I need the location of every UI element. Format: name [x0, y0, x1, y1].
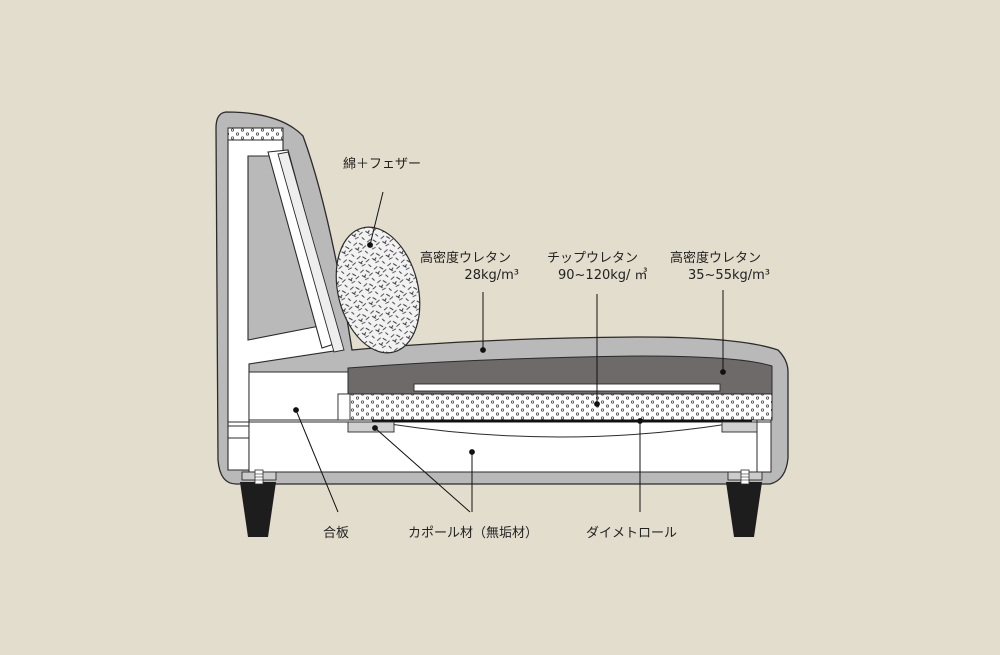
carpole-rail-left	[347, 421, 395, 433]
chip-urethane-spec: 90~120kg/ ㎥	[558, 268, 648, 283]
chip-urethane-layer	[337, 393, 773, 421]
leg-left	[240, 469, 277, 537]
top-urethane-name: 高密度ウレタン	[420, 250, 511, 266]
cushion-fill-label: 綿＋フェザー	[343, 157, 421, 172]
back-frame	[227, 127, 345, 471]
base-urethane-spec: 35~55kg/m³	[688, 268, 770, 283]
back-cushion	[335, 226, 421, 354]
inner-board	[413, 383, 721, 392]
leader-lines	[293, 191, 726, 513]
bolt-icon	[254, 469, 264, 485]
plywood-label: 合板	[323, 526, 349, 541]
dimetroll-label: ダイメトロール	[586, 526, 677, 541]
leg-right	[726, 469, 763, 537]
base-urethane-name: 高密度ウレタン	[670, 250, 761, 266]
top-urethane-spec: 28kg/m³	[464, 268, 519, 283]
chip-urethane-name: チップウレタン	[547, 251, 638, 266]
carpole-rail-right	[721, 421, 758, 433]
carpole-label: カポール材（無垢材）	[408, 526, 538, 541]
dimetrol-sag	[389, 423, 729, 438]
bolt-icon	[740, 469, 750, 485]
